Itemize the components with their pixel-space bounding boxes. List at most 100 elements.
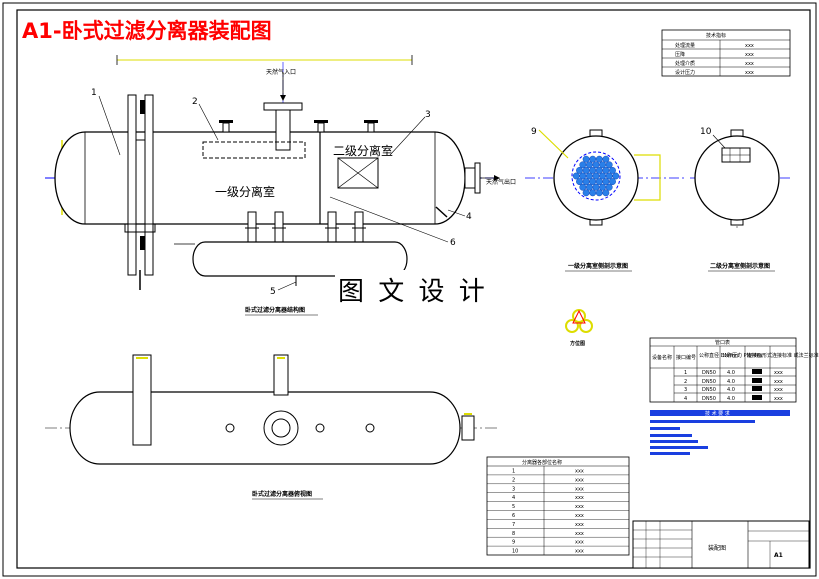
- filter-element: [602, 155, 610, 163]
- filter-element: [586, 161, 593, 169]
- filter-element: [579, 161, 587, 169]
- section1-caption: 一级分离室侧剖示意图: [568, 262, 628, 270]
- nozzle-table: 管口表 设备名称 接口编号 公称直径 DN/mm 公称压力 PN/MPa 连接面…: [649, 337, 819, 455]
- closure-flange-left: [127, 94, 137, 276]
- safety-nozzle: [367, 122, 375, 133]
- parts-row-name: xxx: [575, 522, 584, 528]
- filter-element: [579, 172, 587, 180]
- tech-row-value: xxx: [745, 43, 754, 49]
- filter-element: [599, 172, 606, 180]
- filter-element: [589, 166, 597, 174]
- nozzle-row-pn: 4.0: [727, 396, 735, 402]
- filter-element: [602, 166, 610, 174]
- nozzle-row-dn: DN50: [702, 387, 716, 393]
- callout-leader-4: [447, 209, 466, 217]
- main-view-caption: 卧式过滤分离器结构图: [245, 306, 305, 314]
- filter-element: [582, 178, 590, 186]
- tech-req-line: [650, 427, 680, 430]
- callout-leader-5: [277, 281, 297, 291]
- callout-leader-2: [198, 103, 219, 141]
- filter-element: [586, 183, 593, 191]
- parts-row-name: xxx: [575, 513, 584, 519]
- parts-row-name: xxx: [575, 477, 584, 483]
- position-triangle: [572, 309, 586, 324]
- callout-2: 2: [192, 97, 198, 107]
- position-symbol: 方位图: [565, 309, 593, 347]
- closure-flange-right: [144, 94, 154, 276]
- nozzle-row-std: xxx: [774, 379, 783, 385]
- parts-row-number: 4: [512, 495, 515, 501]
- safety-nozzle-cap: [364, 120, 378, 123]
- tech-req-header: 技 术 要 求: [705, 410, 730, 417]
- title-block: 装配图 A1: [632, 520, 810, 569]
- filter-element: [572, 172, 580, 180]
- filter-element: [589, 178, 597, 186]
- filter-bundle: [572, 155, 620, 197]
- section-view-1: 9 一级分离室侧剖示意图: [525, 127, 685, 272]
- parts-row-name: xxx: [575, 469, 584, 475]
- filter-element: [595, 155, 603, 163]
- filter-element: [576, 178, 583, 186]
- title-block-drawing-name: 装配图: [708, 544, 726, 552]
- demister-cross: [337, 157, 379, 189]
- callout-9: 9: [531, 127, 537, 137]
- outlet-arrow-head: [494, 175, 500, 181]
- callout-leader-3: [389, 116, 426, 156]
- nozzle-row-std: xxx: [774, 370, 783, 376]
- filter-element: [592, 161, 600, 169]
- nozzle-row-std: xxx: [774, 387, 783, 393]
- parts-row-number: 5: [512, 504, 515, 510]
- closure-bolt: [140, 100, 145, 114]
- tech-table-header: 技术指标: [706, 32, 726, 39]
- callout-10: 10: [700, 127, 712, 137]
- nozzle-table-frame: [649, 337, 797, 403]
- vent-nozzle: [222, 122, 230, 133]
- closure-bolt: [140, 236, 145, 250]
- nozzle-row-face: [752, 378, 762, 383]
- filter-element: [582, 189, 590, 197]
- filter-element: [579, 183, 587, 191]
- secondary-chamber-label: 二级分离室: [333, 143, 393, 158]
- parts-row-name: xxx: [575, 549, 584, 555]
- title-block-frame: [632, 520, 810, 569]
- nozzle-row-pn: 4.0: [727, 370, 735, 376]
- inlet-distributor: [202, 141, 306, 159]
- nozzle-col-header: 连接面形式: [747, 352, 772, 359]
- section2-shell: [694, 135, 780, 221]
- nozzle-col-header: 接口编号: [676, 354, 696, 361]
- filter-element: [612, 172, 620, 180]
- filter-element: [599, 161, 606, 169]
- nozzle-col-header: 设备名称: [652, 354, 672, 361]
- tech-req-line: [650, 452, 690, 455]
- nozzle-row-id: 3: [684, 387, 687, 393]
- filter-element: [592, 183, 600, 191]
- parts-row-number: 1: [512, 469, 515, 475]
- callout-3: 3: [425, 110, 431, 120]
- callout-leader-10: [712, 134, 726, 149]
- title-block-size: A1: [774, 552, 783, 559]
- filter-element: [586, 172, 593, 180]
- drawing-title: A1-卧式过滤分离器装配图: [22, 19, 272, 43]
- filter-element: [589, 189, 597, 197]
- top-closure: [132, 354, 152, 446]
- filter-element: [595, 166, 603, 174]
- parts-row-name: xxx: [575, 531, 584, 537]
- filter-element: [609, 178, 616, 186]
- gas-outlet-label: 天然气出口: [486, 178, 516, 186]
- top-outlet-flange: [461, 415, 475, 441]
- nozzle-row-dn: DN50: [702, 396, 716, 402]
- filter-element: [582, 155, 590, 163]
- nozzle-row-id: 2: [684, 379, 687, 385]
- tech-spec-table: 技术指标 处理流量 xxx 压降 xxx 处理介质 xxx 设计压力 xxx: [661, 29, 791, 77]
- filter-element: [602, 178, 610, 186]
- nozzle-row-pn: 4.0: [727, 379, 735, 385]
- parts-table-frame: [486, 456, 630, 556]
- filter-element: [595, 189, 603, 197]
- section2-caption: 二级分离室侧剖示意图: [710, 262, 770, 270]
- gas-outlet-pipe: [464, 167, 476, 189]
